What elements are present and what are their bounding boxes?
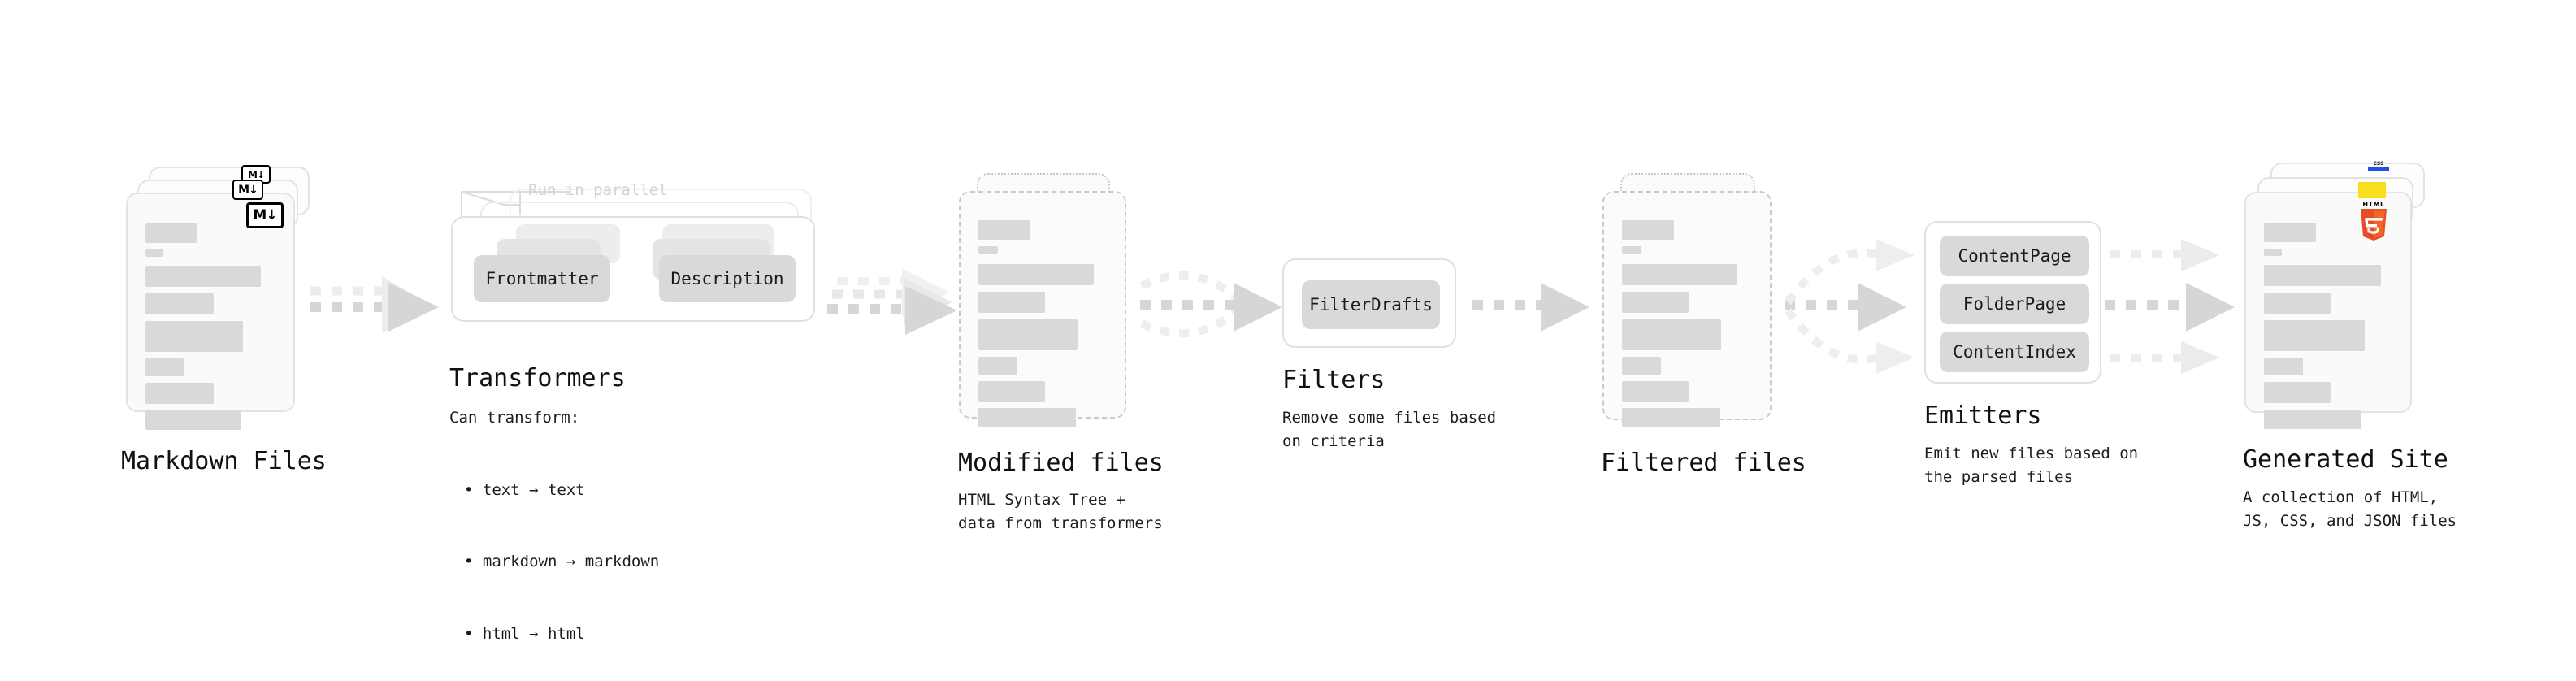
filters-group: FilterDrafts — [1282, 258, 1456, 348]
filter-pill-filterdrafts[interactable]: FilterDrafts — [1302, 280, 1440, 329]
skeleton-line — [1622, 220, 1674, 240]
skeleton-line — [978, 264, 1094, 285]
skeleton-line — [978, 319, 1078, 350]
emitter-pill-contentpage[interactable]: ContentPage — [1940, 236, 2089, 276]
generated-doc-front — [2244, 192, 2412, 429]
skeleton-line — [2264, 382, 2331, 403]
emitters-group: ContentPage FolderPage ContentIndex — [1924, 221, 2101, 384]
transformer-pill-frontmatter[interactable]: Frontmatter — [474, 255, 610, 302]
markdown-icon-back-1: M↓ — [232, 180, 263, 200]
stage-heading-emitters: Emitters — [1924, 401, 2042, 430]
skeleton-line — [1622, 246, 1641, 254]
skeleton-line — [2264, 358, 2303, 375]
skeleton-line — [145, 293, 214, 314]
stage-transformers: Frontmatter Description Run in parallel … — [449, 181, 825, 643]
css-icon: CSS — [2368, 162, 2389, 172]
skeleton-line — [1622, 408, 1720, 427]
arrow-filters-to-filtered — [1472, 283, 1589, 332]
modified-doc-front — [959, 191, 1126, 427]
arrow-transformers-to-modified — [827, 268, 957, 335]
skeleton-line — [978, 292, 1045, 313]
stage-heading-transformers: Transformers — [449, 364, 626, 393]
skeleton-line — [145, 383, 214, 404]
css-icon-label: CSS — [2373, 161, 2384, 167]
filtered-doc-front — [1602, 191, 1772, 427]
skeleton-line — [145, 266, 261, 287]
skeleton-line — [145, 249, 163, 257]
skeleton-line — [978, 357, 1017, 375]
skeleton-line — [1622, 381, 1689, 402]
arrow-modified-to-filters — [1139, 271, 1282, 338]
transformers-bullet-list: • text → text • markdown → markdown • ht… — [464, 431, 659, 681]
skeleton-line — [145, 358, 184, 376]
skeleton-line — [145, 321, 243, 352]
arrow-markdown-to-transformers — [310, 276, 439, 333]
list-item: • markdown → markdown — [464, 553, 660, 571]
skeleton-line — [978, 220, 1030, 240]
skeleton-line — [2264, 320, 2365, 351]
skeleton-line — [2264, 249, 2282, 256]
run-in-parallel-label: Run in parallel — [528, 181, 668, 199]
stage-heading-generated-site: Generated Site — [2243, 445, 2448, 474]
skeleton-line — [1622, 264, 1737, 285]
markdown-doc-front — [126, 193, 295, 430]
js-icon — [2358, 182, 2386, 198]
stage-subtext-transformers: Can transform: — [449, 409, 580, 427]
skeleton-line — [978, 408, 1076, 427]
skeleton-line — [1622, 319, 1721, 350]
skeleton-line — [2264, 410, 2361, 429]
stage-heading-modified-files: Modified files — [958, 449, 1164, 477]
skeleton-line — [145, 410, 241, 430]
html5-icon-label: HTML — [2362, 201, 2385, 208]
list-item: • html → html — [464, 624, 585, 643]
stage-subtext-generated-site: A collection of HTML, JS, CSS, and JSON … — [2243, 488, 2457, 531]
skeleton-line — [1622, 292, 1689, 313]
markdown-icon: M↓ — [246, 202, 284, 228]
html5-shield-icon — [2358, 209, 2389, 241]
stage-heading-markdown-files: Markdown Files — [121, 447, 327, 475]
html5-icon: HTML — [2357, 202, 2391, 242]
skeleton-line — [145, 223, 197, 243]
arrow-filtered-to-emitters — [1784, 239, 1915, 374]
skeleton-line — [978, 246, 998, 254]
css-icon-bar — [2368, 167, 2389, 171]
skeleton-line — [1622, 357, 1661, 375]
skeleton-line — [978, 381, 1045, 402]
transformers-group-stack: Frontmatter Description — [451, 189, 825, 335]
emitter-pill-folderpage[interactable]: FolderPage — [1940, 284, 2089, 324]
stage-subtext-filters: Remove some files based on criteria — [1282, 409, 1497, 451]
arrow-emitters-to-site — [2105, 239, 2235, 374]
list-item: • text → text — [464, 480, 585, 499]
skeleton-line — [2264, 223, 2316, 242]
transformer-pill-description[interactable]: Description — [659, 255, 796, 302]
stage-subtext-modified-files: HTML Syntax Tree + data from transformer… — [958, 491, 1163, 533]
emitter-pill-contentindex[interactable]: ContentIndex — [1940, 332, 2089, 372]
stage-heading-filtered-files: Filtered files — [1601, 449, 1806, 477]
stage-heading-filters: Filters — [1282, 366, 1386, 394]
skeleton-line — [2264, 293, 2331, 314]
stage-subtext-emitters: Emit new files based on the parsed files — [1924, 445, 2139, 487]
skeleton-line — [2264, 265, 2381, 286]
